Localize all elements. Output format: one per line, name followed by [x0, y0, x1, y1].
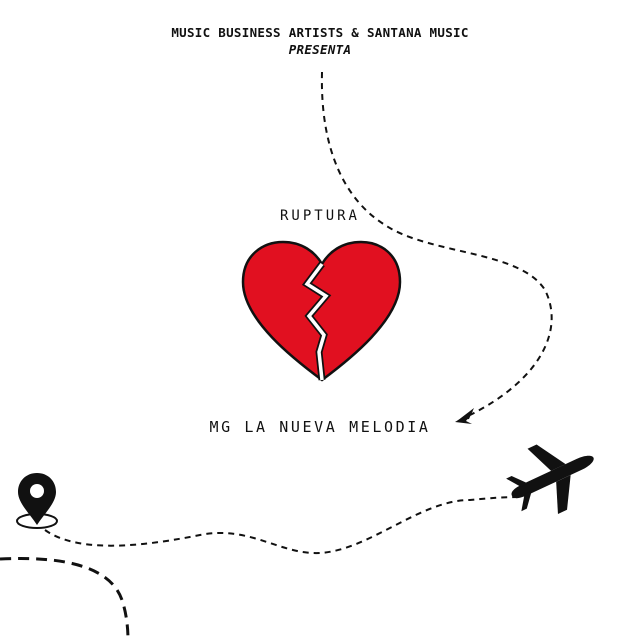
artist-name: MG LA NUEVA MELODIA — [209, 418, 431, 436]
arrowhead-icon-fill — [455, 411, 473, 424]
dashed-route-bottom — [44, 496, 521, 555]
presenta-line: PRESENTA — [288, 42, 352, 57]
song-title: RUPTURA — [279, 208, 360, 224]
arrowhead-icon — [457, 408, 474, 421]
broken-heart-icon — [241, 240, 402, 382]
dashed-route-top — [320, 71, 553, 416]
dashed-route-corner — [0, 557, 130, 640]
location-pin-icon — [16, 473, 58, 529]
airplane-icon — [506, 444, 594, 515]
presenters-line: MUSIC BUSINESS ARTISTS & SANTANA MUSIC — [171, 25, 469, 40]
